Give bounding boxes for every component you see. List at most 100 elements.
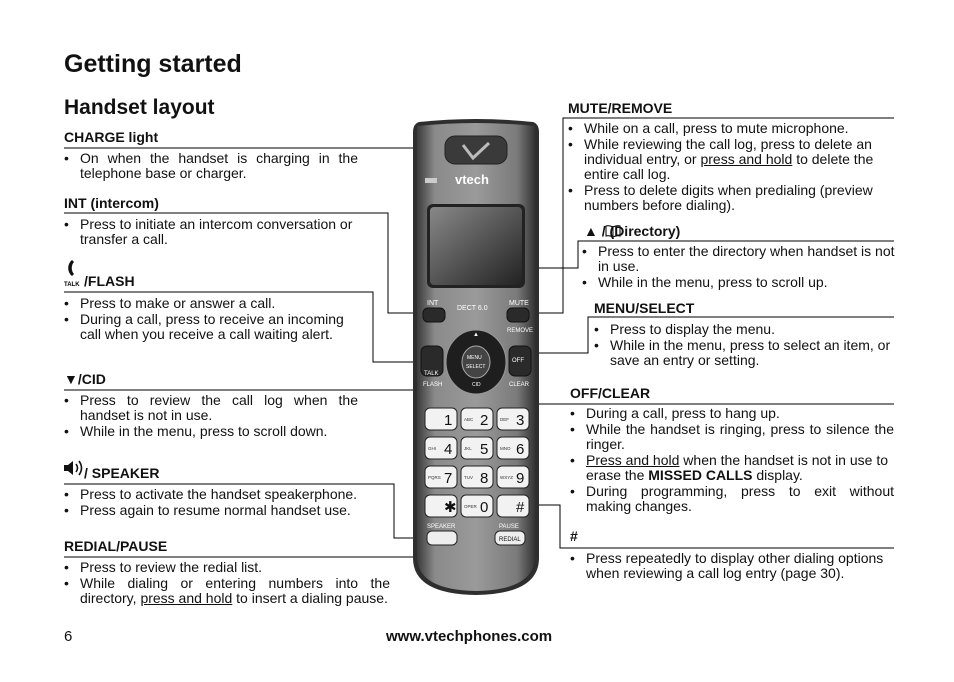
svg-text:▲: ▲ [473,332,479,338]
keypad-key [424,494,458,518]
talk-label: TALK [424,371,439,377]
talk-icon-label: TALK [64,282,80,288]
directory-book-icon [605,224,621,238]
list-item: Press repeatedly to display other dialin… [570,551,896,581]
redial-title: REDIAL/PAUSE [64,538,168,554]
hash-title: # [570,528,578,544]
off-label: OFF [512,358,524,364]
keypad-key-letters: WXYZ [500,475,513,480]
bold-text: MISSED CALLS [648,467,753,483]
list-item: Press again to resume normal handset use… [64,503,394,519]
menu-select-button [461,345,491,379]
list-item: While in the menu, press to scroll up. [582,275,896,291]
keypad-key-letters: GHI [428,446,436,451]
keypad-key [460,436,494,460]
mute-callout-line [520,117,894,314]
redial-label: REDIAL [499,537,521,543]
underlined-text: press and hold [140,590,233,606]
speaker-list: Press to activate the handset speakerpho… [64,487,394,519]
flash-list: Press to make or answer a call. During a… [64,296,364,343]
list-item: Press to delete digits when predialing (… [568,183,896,213]
menu-select-title: MENU/SELECT [594,300,695,316]
underlined-text: press and hold [700,151,793,167]
keypad-key-number: 4 [444,441,452,458]
intercom-title: INT (intercom) [64,195,159,211]
list-item: Press to activate the handset speakerpho… [64,487,394,503]
keypad-key-number: 3 [516,412,524,429]
keypad-key-letters: OPER [464,504,478,509]
list-item: Press to review the call log when the ha… [64,393,358,423]
brand-logo: vtech [455,172,489,187]
list-item: Press to initiate an intercom conversati… [64,217,364,247]
keypad-key-letters: ABC [464,417,474,422]
keypad-key-number: 0 [480,499,488,516]
keypad-key-letters: DEF [500,417,509,422]
keypad-key-number: 1 [444,412,452,429]
cid-title: ▼/CID [64,371,106,387]
keypad-key [424,436,458,460]
text: to delete the entire call log. [584,151,874,182]
mute-button [506,307,530,323]
directory-title: ▲ / (Directory) [584,223,681,239]
clear-label: CLEAR [509,382,530,388]
keypad-key [496,494,530,518]
keypad-key-number: # [516,499,525,516]
text: display. [752,467,803,483]
keypad-key-letters: PQRS [428,475,441,480]
menu-select-list: Press to display the menu. While in the … [594,322,896,369]
charge-light-title: CHARGE light [64,129,159,145]
speaker-title: / SPEAKER [84,465,160,481]
keypad-key [496,465,530,489]
website-url: www.vtechphones.com [386,628,553,645]
keypad-key [424,407,458,431]
talk-icon: TALK [64,258,86,288]
keypad-key [496,407,530,431]
mute-list: While on a call, press to mute microphon… [568,121,896,214]
select-label: SELECT [466,364,485,370]
flash-label: FLASH [423,382,442,388]
list-item: Press to display the menu. [594,322,896,338]
list-item: On when the handset is charging in the t… [64,151,358,181]
text: While dialing or entering numbers into t… [80,575,390,606]
keypad-key [496,436,530,460]
keypad-key [460,465,494,489]
off-clear-title: OFF/CLEAR [570,385,651,401]
keypad-key-letters: TUV [464,475,473,480]
menu-callout-line [490,316,894,354]
mute-title: MUTE/REMOVE [568,100,673,116]
keypad-key [460,494,494,518]
list-item: While reviewing the call log, press to d… [568,137,896,182]
list-item: While in the menu, press to select an it… [594,338,896,368]
flash-callout-line [64,291,420,363]
keypad-key [460,407,494,431]
cid-list: Press to review the call log when the ha… [64,393,358,440]
keypad-key-letters: MNO [500,446,511,451]
speaker-label: SPEAKER [427,524,456,530]
directory-callout-line [481,240,894,332]
list-item: While on a call, press to mute microphon… [568,121,896,137]
text: when the handset is not in use to erase … [586,452,888,483]
page-title: Getting started [64,50,242,78]
keypad-key-number: 7 [444,470,452,487]
hash-callout-line [525,504,894,549]
redial-list: Press to review the redial list. While d… [64,560,390,607]
intercom-list: Press to initiate an intercom conversati… [64,217,364,248]
list-item: While in the menu, press to scroll down. [64,424,358,440]
off-button [508,345,532,377]
cid-label: CID [472,382,481,388]
list-item: While the handset is ringing, press to s… [570,422,894,452]
list-item: Press to review the redial list. [64,560,390,576]
keypad-key-number: 9 [516,470,524,487]
mute-label: MUTE [509,300,529,307]
remove-label: REMOVE [507,328,533,334]
int-callout-line [64,212,427,314]
keypad-key-number: ✱ [444,499,457,516]
list-item: Press to enter the directory when handse… [582,244,896,274]
int-button [422,307,446,323]
list-item: During programming, press to exit withou… [570,484,894,514]
keypad-key [424,465,458,489]
list-item: Press and hold when the handset is not i… [570,453,894,483]
pause-label: PAUSE [499,524,519,530]
directory-list: Press to enter the directory when handse… [582,244,896,291]
keypad-key-letters: JKL [464,446,472,451]
